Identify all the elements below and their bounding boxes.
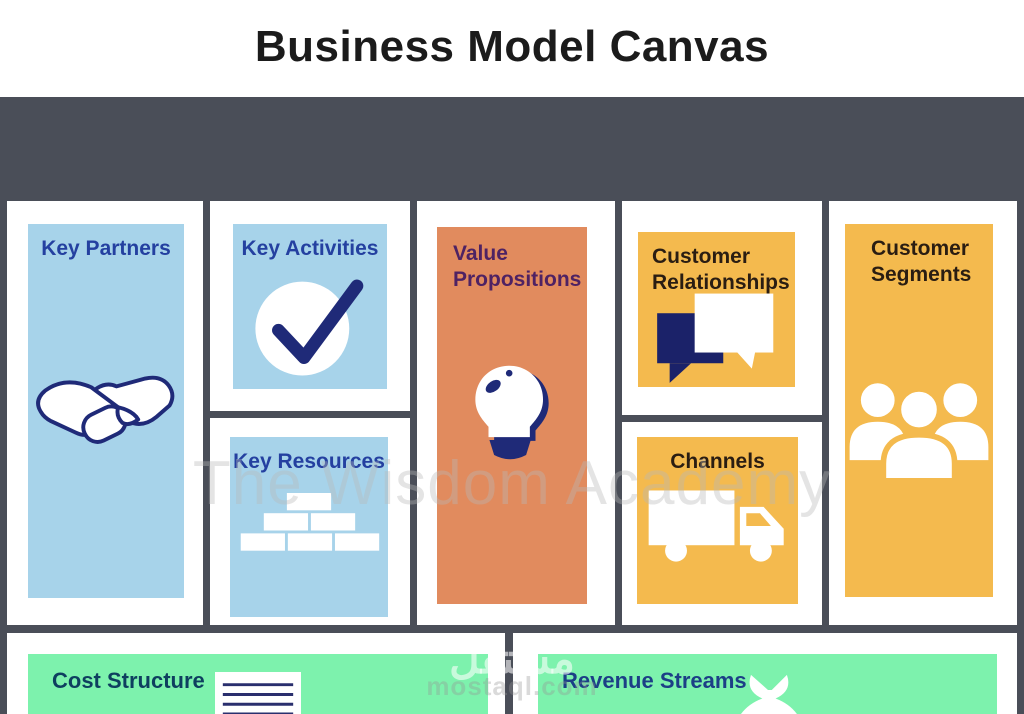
panel-key-activities: Key Activities — [233, 224, 387, 389]
lined-document-icon — [215, 672, 301, 714]
page-title: Business Model Canvas — [254, 22, 770, 71]
cell-revenue-streams: Revenue Streams $ — [513, 633, 1017, 714]
people-group-icon — [849, 383, 989, 483]
cell-cost-structure: Cost Structure — [7, 633, 505, 714]
revenue-streams-label: Revenue Streams — [562, 668, 747, 693]
cost-structure-label: Cost Structure — [52, 668, 205, 693]
channels-label: Channels — [670, 450, 765, 473]
handshake-icon — [36, 375, 175, 444]
bricks-icon — [240, 493, 380, 551]
cell-value-propositions: Value Propositions — [417, 201, 615, 625]
money-bag-icon: $ — [740, 674, 797, 714]
lightbulb-icon — [475, 365, 549, 460]
key-resources-label: Key Resources — [233, 450, 385, 473]
panel-channels: Channels — [637, 437, 798, 604]
key-partners-label: Key Partners — [41, 237, 171, 260]
cell-key-activities: Key Activities — [210, 201, 410, 411]
customer-relationships-label: Customer Relationships — [652, 245, 790, 294]
cell-customer-segments: Customer Segments — [829, 201, 1017, 625]
panel-customer-segments: Customer Segments — [845, 224, 993, 597]
cell-customer-relationships: Customer Relationships — [622, 201, 822, 415]
panel-customer-relationships: Customer Relationships — [638, 232, 795, 387]
panel-key-partners: Key Partners — [28, 224, 184, 598]
checkmark-circle-icon — [255, 279, 364, 376]
customer-segments-label: Customer Segments — [871, 237, 972, 286]
cell-key-resources: Key Resources — [210, 418, 410, 625]
cell-channels: Channels — [622, 422, 822, 625]
panel-key-resources: Key Resources — [230, 437, 388, 617]
value-propositions-label: Value Propositions — [453, 242, 582, 291]
speech-bubbles-icon — [656, 293, 773, 383]
panel-cost-structure: Cost Structure — [28, 654, 488, 714]
cell-key-partners: Key Partners — [7, 201, 203, 625]
panel-value-propositions: Value Propositions — [437, 227, 587, 604]
key-activities-label: Key Activities — [241, 237, 379, 260]
truck-icon — [648, 490, 784, 562]
panel-revenue-streams: Revenue Streams $ — [538, 654, 997, 714]
canvas-grid: Key Partners Key Activities — [0, 97, 1024, 714]
